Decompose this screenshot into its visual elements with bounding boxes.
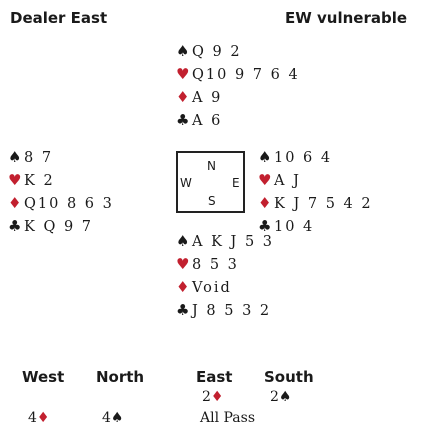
- bid-suit-icon: ♠: [278, 389, 292, 405]
- heart-icon: ♥: [176, 255, 190, 273]
- cards: 10 4: [274, 219, 315, 235]
- south-hand: ♠A K J 5 3♥8 5 3♦Void♣J 8 5 3 2: [176, 230, 274, 322]
- north-hand: ♠Q 9 2♥Q10 9 7 6 4♦A 9♣A 6: [176, 40, 300, 132]
- cards: Q10 8 6 3: [24, 196, 114, 212]
- west-hand: ♠8 7♥K 2♦Q10 8 6 3♣K Q 9 7: [8, 146, 114, 238]
- cards: 8 5 3: [192, 257, 239, 273]
- diamond-icon: ♦: [8, 194, 22, 212]
- bid-call: All Pass: [200, 410, 256, 426]
- club-icon: ♣: [176, 111, 190, 129]
- cards: Q10 9 7 6 4: [192, 67, 300, 83]
- north-heart-holding: ♥Q10 9 7 6 4: [176, 63, 300, 86]
- diamond-icon: ♦: [176, 278, 190, 296]
- dealer-label: Dealer East: [10, 9, 108, 27]
- cards: J 8 5 3 2: [192, 303, 272, 319]
- bidding-header-north: North: [96, 368, 145, 386]
- cards: A K J 5 3: [192, 234, 275, 250]
- north-spade-holding: ♠Q 9 2: [176, 40, 300, 63]
- east-club-holding: ♣10 4: [258, 215, 373, 238]
- diamond-icon: ♦: [258, 194, 272, 212]
- compass-east: E: [232, 176, 240, 190]
- vulnerability-label: EW vulnerable: [285, 9, 408, 27]
- bid-call: 2♠: [270, 389, 292, 405]
- bid-call: 2♦: [202, 389, 224, 405]
- cards: Void: [192, 280, 232, 296]
- club-icon: ♣: [258, 217, 272, 235]
- east-hand: ♠10 6 4♥A J♦K J 7 5 4 2♣10 4: [258, 146, 373, 238]
- bidding-header-west: West: [22, 368, 65, 386]
- cards: A 9: [192, 90, 223, 106]
- east-spade-holding: ♠10 6 4: [258, 146, 373, 169]
- bid-suit-icon: ♦: [36, 410, 50, 426]
- bid-call: 4♦: [28, 410, 50, 426]
- heart-icon: ♥: [258, 171, 272, 189]
- compass-south: S: [208, 194, 216, 208]
- west-heart-holding: ♥K 2: [8, 169, 114, 192]
- bid-suit-icon: ♠: [110, 410, 124, 426]
- north-diamond-holding: ♦A 9: [176, 86, 300, 109]
- bidding-header-south: South: [264, 368, 314, 386]
- cards: K Q 9 7: [24, 219, 93, 235]
- club-icon: ♣: [8, 217, 22, 235]
- heart-icon: ♥: [8, 171, 22, 189]
- bid-call: 4♠: [102, 410, 124, 426]
- heart-icon: ♥: [176, 65, 190, 83]
- south-heart-holding: ♥8 5 3: [176, 253, 274, 276]
- compass-north: N: [207, 159, 216, 173]
- east-diamond-holding: ♦K J 7 5 4 2: [258, 192, 373, 215]
- cards: 8 7: [24, 150, 54, 166]
- bid-suit-icon: ♦: [210, 389, 224, 405]
- cards: A 6: [192, 113, 223, 129]
- spade-icon: ♠: [258, 148, 272, 166]
- north-club-holding: ♣A 6: [176, 109, 300, 132]
- diamond-icon: ♦: [176, 88, 190, 106]
- cards: Q 9 2: [192, 44, 242, 60]
- compass-west: W: [180, 176, 192, 190]
- spade-icon: ♠: [8, 148, 22, 166]
- east-heart-holding: ♥A J: [258, 169, 373, 192]
- west-club-holding: ♣K Q 9 7: [8, 215, 114, 238]
- cards: A J: [274, 173, 301, 189]
- cards: 10 6 4: [274, 150, 333, 166]
- spade-icon: ♠: [176, 42, 190, 60]
- west-diamond-holding: ♦Q10 8 6 3: [8, 192, 114, 215]
- west-spade-holding: ♠8 7: [8, 146, 114, 169]
- south-diamond-holding: ♦Void: [176, 276, 274, 299]
- spade-icon: ♠: [176, 232, 190, 250]
- compass-box: N S W E: [176, 151, 245, 213]
- south-spade-holding: ♠A K J 5 3: [176, 230, 274, 253]
- cards: K 2: [24, 173, 55, 189]
- south-club-holding: ♣J 8 5 3 2: [176, 299, 274, 322]
- club-icon: ♣: [176, 301, 190, 319]
- bidding-header-east: East: [196, 368, 233, 386]
- cards: K J 7 5 4 2: [274, 196, 373, 212]
